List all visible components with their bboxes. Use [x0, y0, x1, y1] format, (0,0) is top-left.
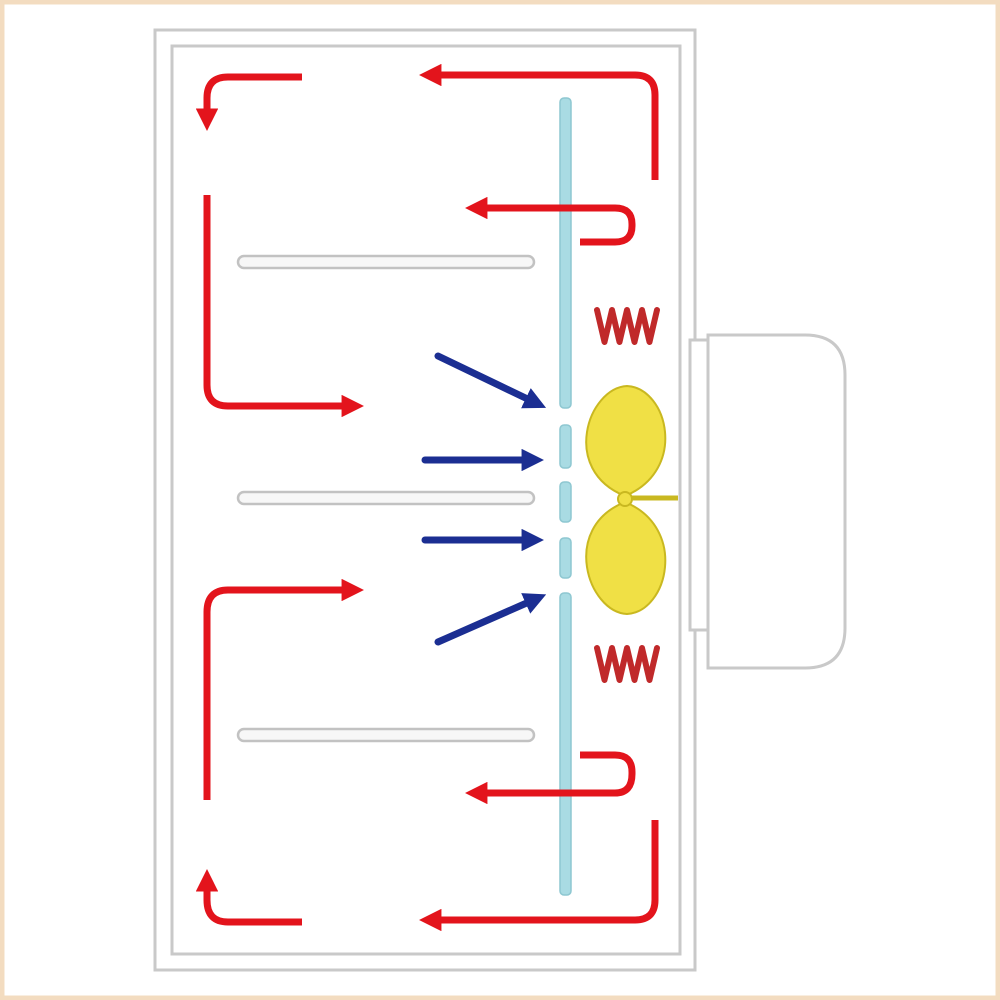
shelf [236, 490, 536, 506]
baffle-segment [559, 592, 572, 896]
fan-icon [585, 384, 678, 616]
hot-air-arrow [203, 195, 364, 418]
fan-blade [585, 500, 667, 616]
heater-coil-zigzag [594, 307, 660, 345]
heater-coils [594, 307, 660, 683]
fan-hub [617, 491, 633, 507]
hot-air-arrow [419, 63, 659, 180]
hot-air-arrow [419, 820, 659, 932]
return-air-flow [421, 352, 547, 646]
baffle-segment [559, 97, 572, 409]
baffle-segment [559, 481, 572, 523]
hot-air-arrow [465, 751, 636, 805]
heater-coil-zigzag [594, 645, 660, 683]
hot-air-flow [195, 63, 659, 932]
shelves [236, 254, 536, 743]
hot-air-arrow [195, 73, 302, 131]
hot-air-arrow [195, 869, 302, 926]
heater-coil-icon [594, 307, 660, 345]
return-air-arrow [434, 593, 547, 646]
baffle-segment [559, 537, 572, 579]
hot-air-arrow [465, 196, 636, 246]
baffle-segment [559, 424, 572, 469]
shelf [236, 254, 536, 270]
heater-coil-icon [594, 645, 660, 683]
motor-housing [688, 333, 847, 670]
shelf [236, 727, 536, 743]
hot-air-arrow [203, 578, 364, 800]
return-air-arrow [434, 352, 547, 409]
air-baffle [559, 97, 572, 896]
fan-blade [585, 384, 667, 498]
